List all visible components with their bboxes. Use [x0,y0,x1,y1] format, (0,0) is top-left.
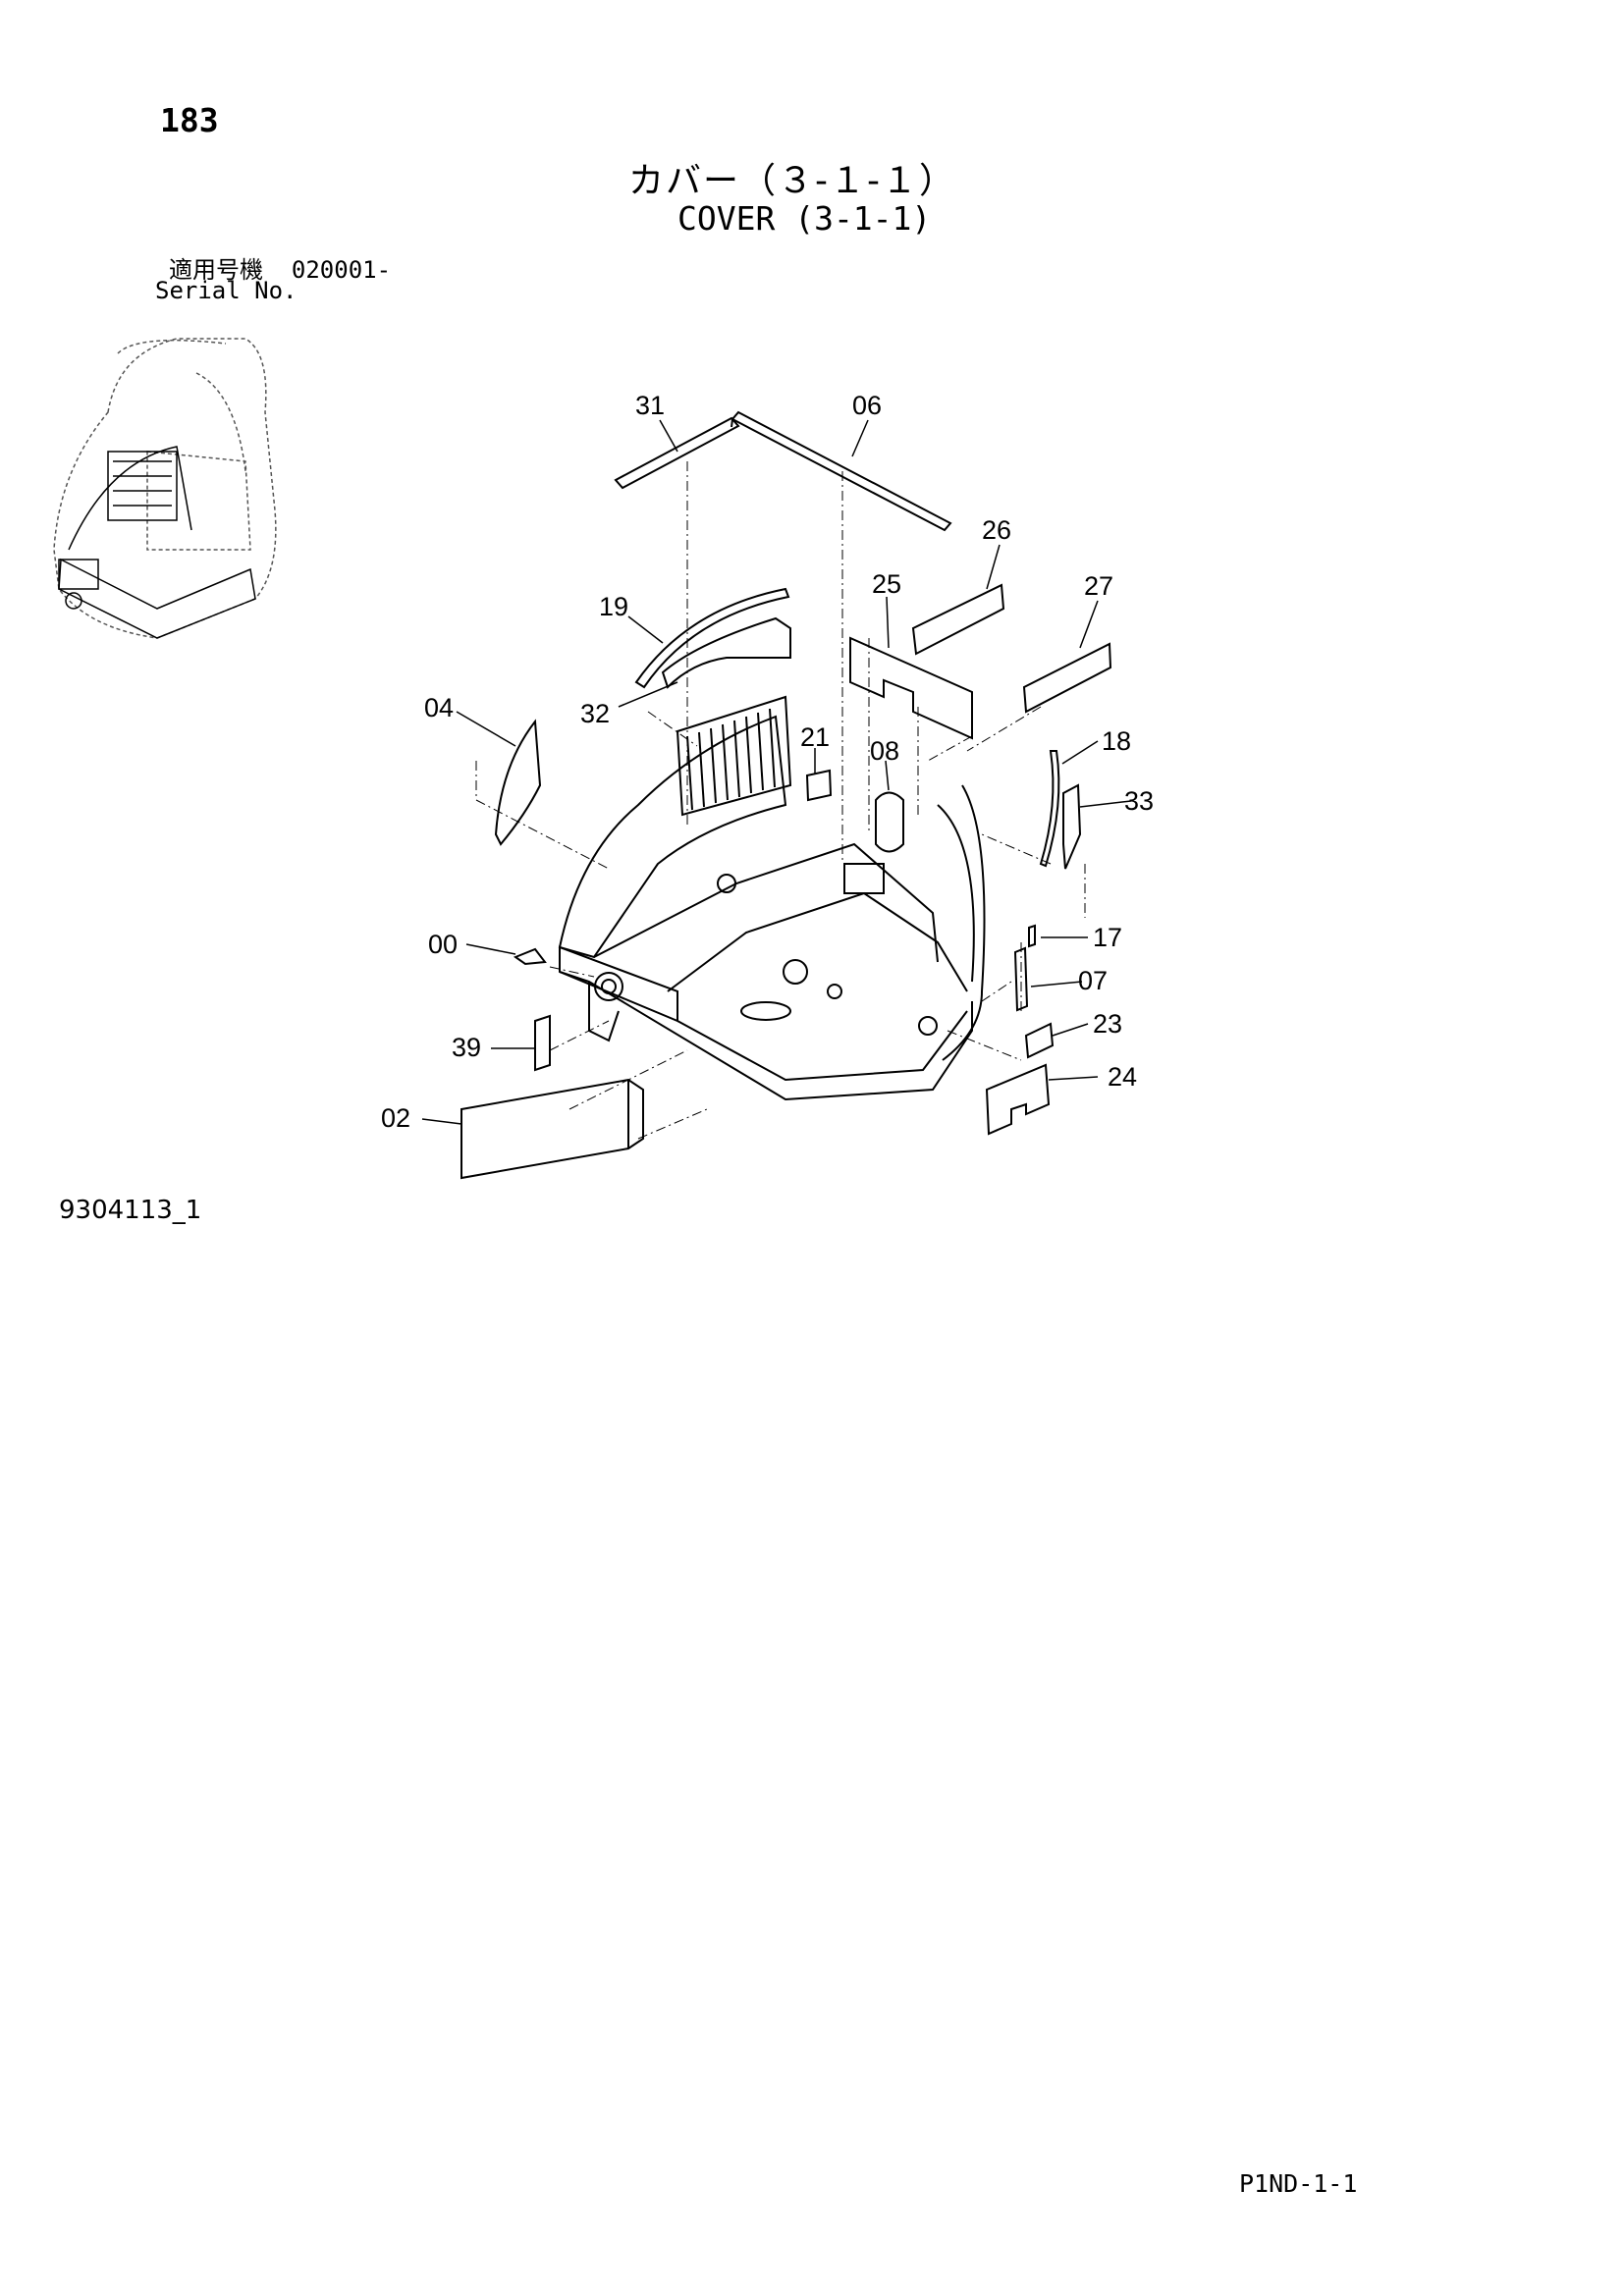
callout-08: 08 [870,736,900,766]
part-39-bracket [534,1014,551,1072]
part-31-strip [614,416,740,490]
callout-17: 17 [1093,923,1123,952]
serial-label-en: Serial No. [155,277,298,304]
part-25-plate [849,636,973,740]
serial-value: 020001- [291,256,392,284]
footer-code: P1ND-1-1 [1239,2169,1358,2198]
part-07-strip [1013,946,1029,1012]
callout-33: 33 [1124,786,1155,816]
part-24-plate [985,1063,1051,1136]
callout-39: 39 [452,1033,482,1062]
callout-21: 21 [800,722,831,752]
part-19-strip [634,587,790,689]
serial-label-jp: 適用号機 [169,256,263,284]
part-02-counterweight [460,1078,644,1180]
part-23-plate [1024,1022,1055,1059]
callout-23: 23 [1093,1009,1123,1039]
callout-31: 31 [635,391,666,420]
callout-19: 19 [599,592,629,621]
base-frame [558,715,986,1101]
callout-00: 00 [428,930,459,959]
callout-26: 26 [982,515,1012,545]
callout-06: 06 [852,391,883,420]
part-17-pin [1028,924,1036,948]
callout-25: 25 [872,569,902,599]
title-japanese: カバー（３-１-１） [628,161,956,201]
callout-27: 27 [1084,571,1114,601]
title-english: COVER (3-1-1) [677,199,932,238]
part-06-strip [731,410,952,532]
machine-thumbnail [53,338,277,639]
part-33-piece [1062,783,1082,870]
grille [676,695,792,817]
page-number: 183 [160,101,219,139]
callout-32: 32 [580,699,611,728]
part-08-cylinder [875,791,904,853]
callout-04: 04 [424,693,455,722]
callout-07: 07 [1078,966,1109,995]
part-04-panel [494,719,542,846]
callout-02: 02 [381,1103,411,1133]
callout-24: 24 [1108,1062,1138,1092]
part-21-block [805,769,833,802]
drawing-number: 9304113_1 [59,1196,202,1225]
part-32-piece [661,616,791,689]
serial-line: 適用号機 020001- [169,250,391,285]
part-27-plate [1022,642,1112,714]
part-00-bracket [513,947,547,966]
callout-18: 18 [1102,726,1132,756]
part-18-strip [1039,750,1060,868]
part-26-plate [911,583,1005,656]
